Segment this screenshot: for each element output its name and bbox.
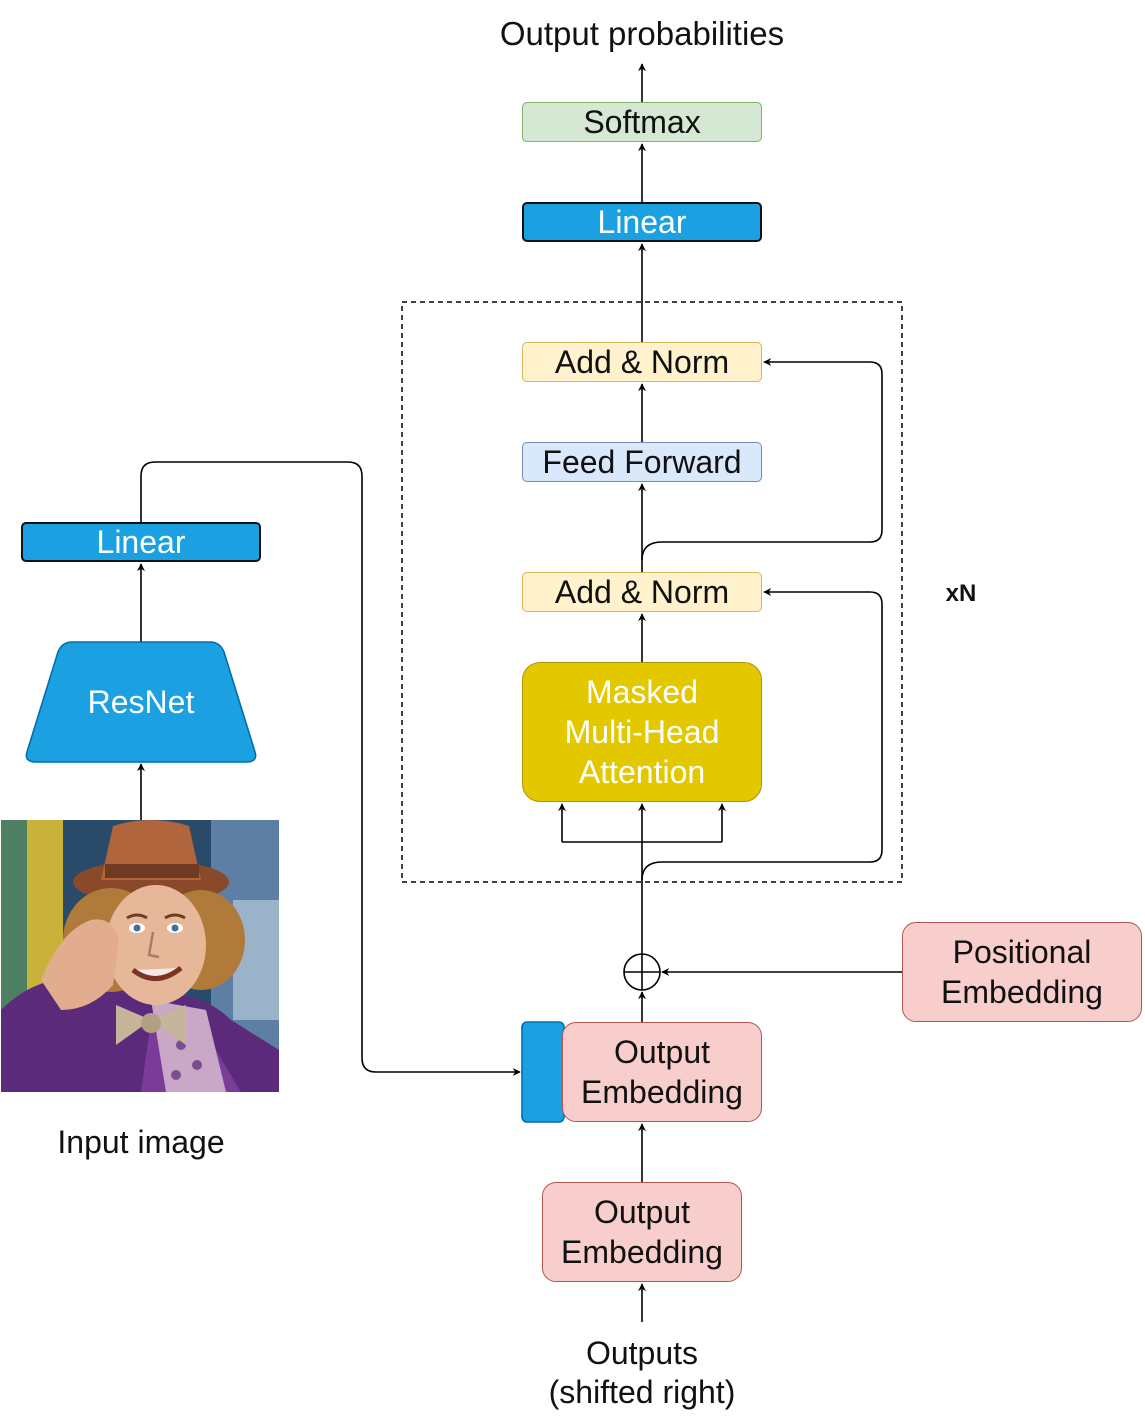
outputs-line1: Outputs xyxy=(585,1334,699,1371)
add-norm-top-box: Add & Norm xyxy=(522,342,762,382)
add-norm-bottom-box: Add & Norm xyxy=(522,572,762,612)
positional-embedding-line2: Embedding xyxy=(941,974,1103,1010)
masked-attention-line2: Multi-Head xyxy=(564,714,720,750)
output-embedding-input-line2: Embedding xyxy=(561,1234,723,1270)
resnet-label: ResNet xyxy=(87,684,195,721)
arrow-image-features-to-embedding xyxy=(140,461,521,1076)
input-image-label: Input image xyxy=(57,1124,225,1161)
feed-forward-box: Feed Forward xyxy=(522,442,762,482)
image-feature-token xyxy=(521,1021,565,1123)
resnet-block xyxy=(25,641,257,763)
masked-attention-line1: Masked xyxy=(585,674,699,710)
output-embedding-combined-box: Output Embedding xyxy=(562,1022,762,1122)
repeat-count-label: xN xyxy=(945,580,977,608)
output-embedding-input-box: Output Embedding xyxy=(542,1182,742,1282)
output-embedding-input-line1: Output xyxy=(593,1194,691,1230)
residual-to-lower-addnorm xyxy=(641,588,883,881)
outputs-label: Outputs (shifted right) xyxy=(492,1330,792,1416)
decoder-linear-box: Linear xyxy=(522,202,762,242)
residual-to-upper-addnorm xyxy=(641,358,883,561)
image-linear-box: Linear xyxy=(21,522,261,562)
output-embedding-combined-line2: Embedding xyxy=(581,1074,743,1110)
masked-attention-line3: Attention xyxy=(578,754,706,790)
outputs-line2: (shifted right) xyxy=(548,1374,736,1410)
masked-attention-box: Masked Multi-Head Attention xyxy=(522,662,762,802)
positional-embedding-line1: Positional xyxy=(952,934,1092,970)
input-image-photo xyxy=(1,820,279,1092)
softmax-box: Softmax xyxy=(522,102,762,142)
output-embedding-combined-line1: Output xyxy=(613,1034,711,1070)
output-probabilities-label: Output probabilities xyxy=(499,14,785,52)
positional-embedding-box: Positional Embedding xyxy=(902,922,1142,1022)
photo-portrait xyxy=(1,820,279,1092)
